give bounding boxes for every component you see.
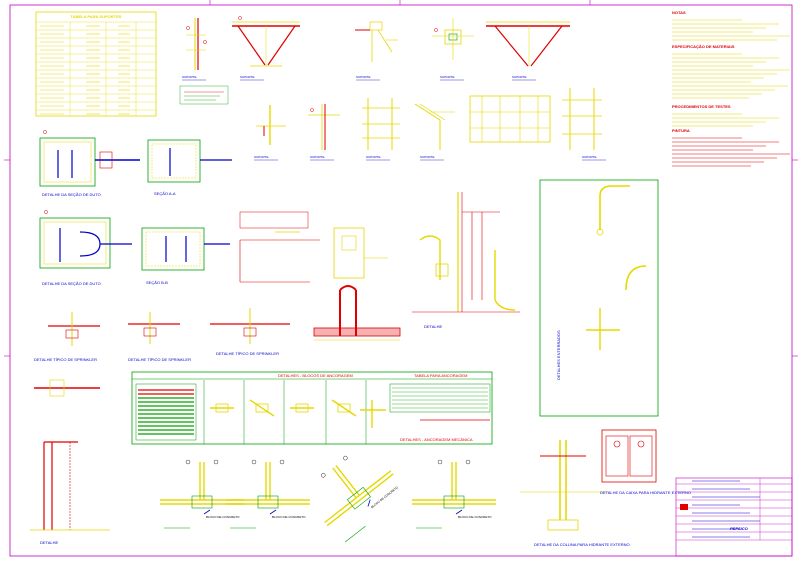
- support-detail-2: [232, 16, 300, 67]
- anchoring-blocks-panel: DETALHES - BLOCOS DE ANCORAGEM TABELA PA…: [131, 371, 493, 445]
- support-label: SUPORTE: [254, 155, 268, 159]
- materials-heading: ESPECIFICAÇÃO DE MATERIAIS: [672, 44, 735, 49]
- duct-section-1-caption: DETALHE DA SEÇÃO DE DUTO: [42, 192, 101, 197]
- leader-arrow: [269, 509, 277, 515]
- riser-detail: DETALHE: [412, 192, 520, 329]
- support-notes-block: [179, 85, 229, 105]
- support-detail-9: [414, 103, 455, 150]
- support-detail-6: [256, 105, 286, 145]
- balloon: [437, 459, 443, 465]
- concrete-block-label: BLOCO DE CONCRETO: [272, 515, 306, 519]
- sprinkler-detail-1: DETALHE TÍPICO DE SPRINKLER: [34, 312, 100, 362]
- section-aa-caption: SEÇÃO A-A: [154, 191, 176, 196]
- hydrant-column-detail: DETALHE DA COLUNA PARA HIDRANTE EXTERNO: [520, 440, 630, 547]
- anchoring-block-detail: BLOCO DE CONCRETO: [412, 459, 496, 529]
- notes-heading: NOTAS: [672, 10, 686, 15]
- anchor-block: [337, 403, 351, 413]
- hydrant-column-caption: DETALHE DA COLUNA PARA HIDRANTE EXTERNO: [534, 542, 630, 547]
- support-detail-4: [432, 18, 474, 60]
- sheet-border: [9, 4, 793, 557]
- balloon: [465, 459, 471, 465]
- supports-table: TABELA PARA SUPORTES: [35, 11, 157, 117]
- balloon: [185, 459, 191, 465]
- block-pipe: [332, 467, 357, 499]
- block-pipe: [324, 470, 392, 524]
- support-label: SUPORTE: [582, 155, 596, 159]
- duct-section-2-caption: DETALHE DA SEÇÃO DE DUTO: [42, 281, 101, 286]
- tests-heading: PROCEDIMENTOS DE TESTES: [672, 104, 731, 109]
- duct-section-detail-1: DETALHE DA SEÇÃO DE DUTO: [39, 130, 140, 197]
- section-bb-caption: SEÇÃO B-B: [146, 280, 168, 285]
- support-label: SUPORTE: [366, 155, 380, 159]
- support-label: SUPORTE: [182, 75, 196, 79]
- leader-arrow: [455, 509, 463, 515]
- section-bb-detail: SEÇÃO B-B: [141, 227, 230, 285]
- support-label: SUPORTE: [310, 155, 324, 159]
- concrete-block: [346, 486, 371, 510]
- underground-details-panel: DETALHES ENTERRADOS: [539, 179, 659, 417]
- concrete-block-label: BLOCO DE CONCRETO: [458, 515, 492, 519]
- block-pipe: [326, 473, 394, 527]
- notes-panel: NOTAS ESPECIFICAÇÃO DE MATERIAIS PROCEDI…: [672, 10, 790, 167]
- support-detail-5: [486, 21, 570, 67]
- sprinkler-detail-3: DETALHE TÍPICO DE SPRINKLER: [210, 308, 290, 356]
- supports-table-title: TABELA PARA SUPORTES: [71, 14, 122, 19]
- block-pipe: [335, 465, 360, 496]
- block-label-line: [344, 525, 366, 543]
- underground-details-caption: DETALHES ENTERRADOS: [556, 330, 561, 380]
- balloon: [213, 459, 219, 465]
- support-label: SUPORTE: [512, 75, 526, 79]
- anchoring-block-detail: BLOCO DE CONCRETO: [321, 455, 399, 543]
- support-detail-3: [355, 21, 398, 62]
- wall-detail: DETALHE: [30, 441, 110, 545]
- balloon: [279, 459, 285, 465]
- standpipe-detail: [313, 285, 401, 341]
- concrete-block-label: BLOCO DE CONCRETO: [206, 515, 240, 519]
- support-detail-11: [562, 88, 602, 150]
- anchoring-table-title: TABELA PARA ANCORAGEM: [414, 373, 467, 378]
- anchor-table-frame: [135, 383, 197, 441]
- balloon: [321, 473, 326, 478]
- sprinkler-3-caption: DETALHE TÍPICO DE SPRINKLER: [216, 351, 279, 356]
- support-label: SUPORTE: [356, 75, 370, 79]
- support-detail-10: [469, 95, 551, 143]
- sprinkler-2-caption: DETALHE TÍPICO DE SPRINKLER: [128, 357, 191, 362]
- valve-detail: [239, 211, 388, 283]
- support-detail-1: [186, 18, 207, 70]
- title-block-logo: PEPSICO: [730, 526, 749, 531]
- anchor-pipe: [331, 399, 357, 417]
- painting-heading: PINTURA: [672, 128, 690, 133]
- leader-arrow: [203, 509, 211, 515]
- support-label: SUPORTE: [420, 155, 434, 159]
- anchor-pipe: [249, 399, 275, 417]
- mechanical-anchoring-caption: DETALHES - ANCORAGEM MECÂNICA: [400, 437, 473, 442]
- sprinkler-detail-2: DETALHE TÍPICO DE SPRINKLER: [128, 312, 191, 362]
- anchor-block: [255, 403, 269, 413]
- concrete-block: [257, 495, 279, 509]
- concrete-block: [191, 495, 213, 509]
- section-aa-detail: SEÇÃO A-A: [147, 139, 232, 196]
- anchoring-block-detail: BLOCO DE CONCRETO: [160, 459, 244, 529]
- hydrant-box-detail: DETALHE DA CAIXA PARA HIDRANTE EXTERNO: [600, 429, 691, 495]
- wall-penetration-detail: [34, 379, 100, 397]
- support-label: SUPORTE: [240, 75, 254, 79]
- title-block: PEPSICO: [675, 477, 793, 557]
- wall-detail-caption: DETALHE: [40, 540, 58, 545]
- anchoring-block-detail: BLOCO DE CONCRETO: [226, 459, 310, 529]
- support-label: SUPORTE: [440, 75, 454, 79]
- concrete-block: [443, 495, 465, 509]
- riser-caption: DETALHE: [424, 324, 442, 329]
- anchoring-blocks-title: DETALHES - BLOCOS DE ANCORAGEM: [278, 373, 353, 378]
- balloon: [343, 455, 348, 461]
- support-detail-7: [308, 104, 340, 150]
- duct-section-detail-2: DETALHE DA SEÇÃO DE DUTO: [39, 210, 132, 286]
- sprinkler-1-caption: DETALHE TÍPICO DE SPRINKLER: [34, 357, 97, 362]
- support-detail-8: [362, 98, 400, 150]
- balloon: [251, 459, 257, 465]
- leader-arrow: [367, 499, 371, 507]
- anchor-table-2-frame: [389, 383, 491, 413]
- hydrant-box-caption: DETALHE DA CAIXA PARA HIDRANTE EXTERNO: [600, 490, 691, 495]
